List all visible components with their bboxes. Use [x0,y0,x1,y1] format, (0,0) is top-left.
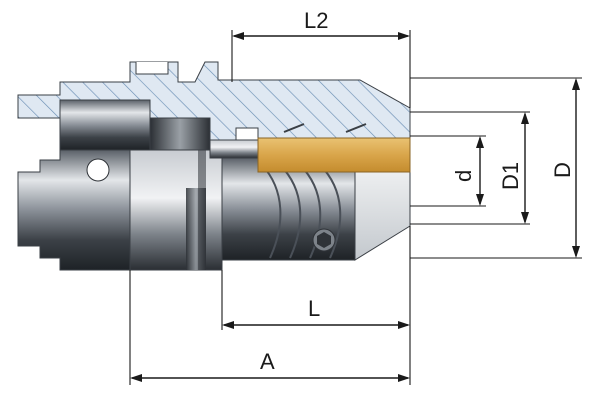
dimension-label-d: d [451,170,476,182]
coolant-tube [209,139,259,159]
hatch-slot-2 [345,123,367,133]
dimension-label-A: A [260,349,275,374]
tool-body-exterior [17,149,411,271]
dimension-D1: D1 [498,112,529,224]
dimension-d: d [451,136,484,206]
dimension-label-L: L [308,296,320,321]
hsk-shank [17,149,131,271]
dimension-L2: L2 [232,8,410,40]
inner-bore-dark [59,99,151,151]
dimension-label-L2: L2 [304,8,328,33]
key-notch [135,62,169,75]
screw-icon [312,228,336,252]
dimension-D: D [550,78,580,258]
hatch-slot-1 [283,123,305,133]
spiral-thread [261,164,342,259]
dimension-L: L [222,296,410,329]
extension-lines [129,30,582,385]
groove [198,150,206,270]
dimension-A: A [130,349,410,382]
dimension-label-D: D [550,162,575,178]
flange [129,149,223,271]
section-view [17,61,411,173]
coolant-hole [86,158,110,182]
tool-nose [354,157,411,261]
dimension-label-D1: D1 [498,162,523,190]
inner-cavity [149,117,211,151]
bore-insert [257,137,411,173]
